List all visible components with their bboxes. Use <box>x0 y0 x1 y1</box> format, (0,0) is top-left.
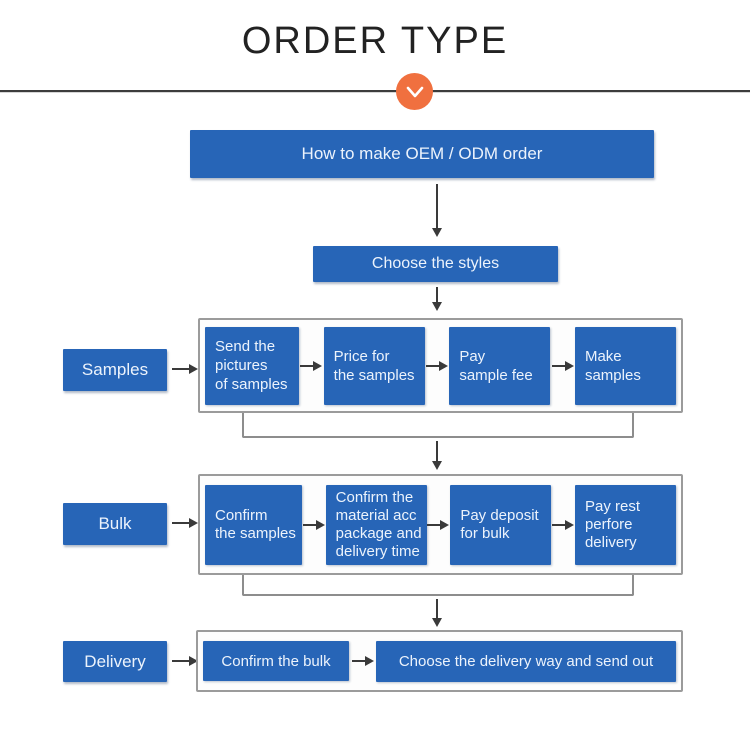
divider-line <box>0 90 750 93</box>
row-label-delivery: Delivery <box>63 641 167 682</box>
step-box-choose-delivery: Choose the delivery way and send out <box>376 640 676 682</box>
step-box-pay-sample-fee: Pay sample fee <box>449 326 551 405</box>
delivery-group: Confirm the bulk Choose the delivery way… <box>196 630 683 692</box>
row-label-bulk: Bulk <box>63 503 167 545</box>
chevron-down-icon <box>406 86 423 97</box>
arrow-down-icon <box>432 287 442 311</box>
flow-box-choose-styles: Choose the styles <box>313 246 558 282</box>
chevron-down-badge <box>396 73 433 110</box>
arrow-right-icon <box>351 656 374 666</box>
arrow-right-icon <box>300 360 323 371</box>
arrow-right-icon <box>172 364 198 374</box>
step-box-pay-rest: Pay rest perfore delivery <box>574 484 676 565</box>
arrow-down-icon <box>432 441 442 470</box>
step-box-confirm-material: Confirm the material acc package and del… <box>325 484 427 565</box>
page-title: ORDER TYPE <box>241 20 509 62</box>
step-box-pay-deposit: Pay deposit for bulk <box>450 484 552 565</box>
arrow-right-icon <box>172 656 198 666</box>
step-box-confirm-bulk: Confirm the bulk <box>203 641 349 681</box>
flow-box-start: How to make OEM / ODM order <box>190 130 654 178</box>
arrow-right-icon <box>425 360 448 371</box>
arrow-right-icon <box>551 360 574 371</box>
connector-bracket <box>242 575 634 596</box>
samples-group: Send the pictures of samples Price for t… <box>198 318 683 413</box>
step-box-confirm-samples: Confirm the samples <box>205 484 302 565</box>
arrow-right-icon <box>552 519 575 530</box>
step-box-price-samples: Price for the samples <box>323 326 425 405</box>
arrow-right-icon <box>427 519 450 530</box>
connector-bracket <box>242 413 634 438</box>
arrow-right-icon <box>302 519 325 530</box>
arrow-right-icon <box>172 518 198 528</box>
arrow-down-icon <box>432 599 442 627</box>
step-box-make-samples: Make samples <box>574 326 676 405</box>
arrow-down-icon <box>432 184 442 237</box>
bulk-group: Confirm the samples Confirm the material… <box>198 474 683 575</box>
step-box-send-pictures: Send the pictures of samples <box>205 326 299 405</box>
row-label-samples: Samples <box>63 349 167 391</box>
